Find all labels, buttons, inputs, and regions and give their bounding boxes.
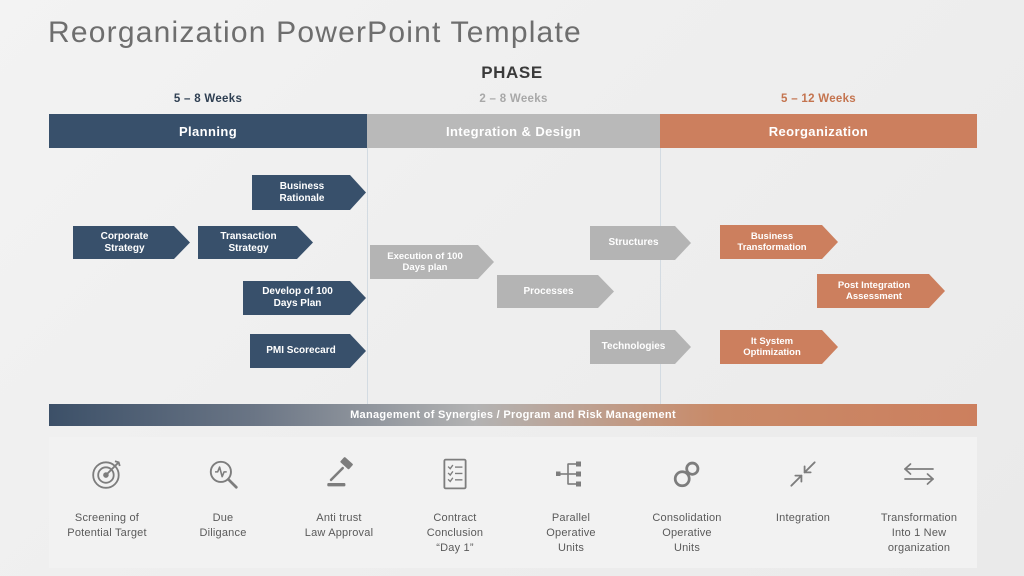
- phase-header-reorganization[interactable]: Reorganization: [660, 114, 977, 148]
- arrow-pmi-scorecard[interactable]: PMI Scorecard: [250, 334, 366, 368]
- footer-item-integration[interactable]: Integration: [745, 437, 861, 568]
- footer-caption: Contract Conclusion “Day 1”: [426, 512, 484, 554]
- arrow-business-transformation[interactable]: Business Transformation: [720, 225, 838, 259]
- column-divider-right: [660, 148, 661, 406]
- phase-heading: PHASE: [481, 63, 543, 82]
- footer-caption: Due Diligance: [199, 512, 247, 539]
- arrow-post-integration-assessment[interactable]: Post Integration Assessment: [817, 274, 945, 308]
- footer-item-due-diligence[interactable]: Due Diligance: [165, 437, 281, 568]
- footer-caption: Consolidation Operative Units: [652, 512, 722, 554]
- magnifier-pulse-icon: [202, 453, 244, 495]
- arrow-execution-100-days-plan[interactable]: Execution of 100 Days plan: [370, 245, 494, 279]
- column-divider-left: [367, 148, 368, 406]
- gears-icon: [666, 453, 708, 495]
- footer-caption: Screening of Potential Target: [67, 512, 147, 539]
- checklist-icon: [434, 453, 476, 495]
- page-title: Reorganization PowerPoint Template: [48, 16, 582, 49]
- footer-item-anti-trust[interactable]: Anti trust Law Approval: [281, 437, 397, 568]
- management-band: Management of Synergies / Program and Ri…: [49, 404, 977, 426]
- arrow-transaction-strategy[interactable]: Transaction Strategy: [198, 226, 313, 259]
- footer-item-parallel-units[interactable]: Parallel Operative Units: [513, 437, 629, 568]
- phase-header-planning[interactable]: Planning: [49, 114, 367, 148]
- arrow-corporate-strategy[interactable]: Corporate Strategy: [73, 226, 190, 259]
- arrow-processes[interactable]: Processes: [497, 275, 614, 308]
- arrow-business-rationale[interactable]: Business Rationale: [252, 175, 366, 210]
- gavel-icon: [318, 453, 360, 495]
- arrow-develop-100-days-plan[interactable]: Develop of 100 Days Plan: [243, 281, 366, 315]
- footer-caption: Parallel Operative Units: [546, 512, 596, 554]
- footer-icon-strip: Screening of Potential Target Due Diliga…: [49, 437, 977, 568]
- phase-duration-integration: 2 – 8 Weeks: [479, 93, 548, 105]
- org-chart-icon: [550, 453, 592, 495]
- converge-arrows-icon: [782, 453, 824, 495]
- arrow-technologies[interactable]: Technologies: [590, 330, 691, 364]
- footer-item-transformation[interactable]: Transformation Into 1 New organization: [861, 437, 977, 568]
- footer-caption: Integration: [775, 512, 831, 524]
- arrow-it-system-optimization[interactable]: It System Optimization: [720, 330, 838, 364]
- arrow-structures[interactable]: Structures: [590, 226, 691, 260]
- target-icon: [86, 453, 128, 495]
- phase-header-integration[interactable]: Integration & Design: [367, 114, 660, 148]
- footer-caption: Transformation Into 1 New organization: [880, 512, 958, 554]
- footer-caption: Anti trust Law Approval: [304, 512, 374, 539]
- exchange-arrows-icon: [898, 453, 940, 495]
- phase-duration-planning: 5 – 8 Weeks: [173, 93, 243, 105]
- footer-item-screening[interactable]: Screening of Potential Target: [49, 437, 165, 568]
- footer-item-contract-conclusion[interactable]: Contract Conclusion “Day 1”: [397, 437, 513, 568]
- footer-item-consolidation-units[interactable]: Consolidation Operative Units: [629, 437, 745, 568]
- phase-duration-reorganization: 5 – 12 Weeks: [781, 93, 856, 105]
